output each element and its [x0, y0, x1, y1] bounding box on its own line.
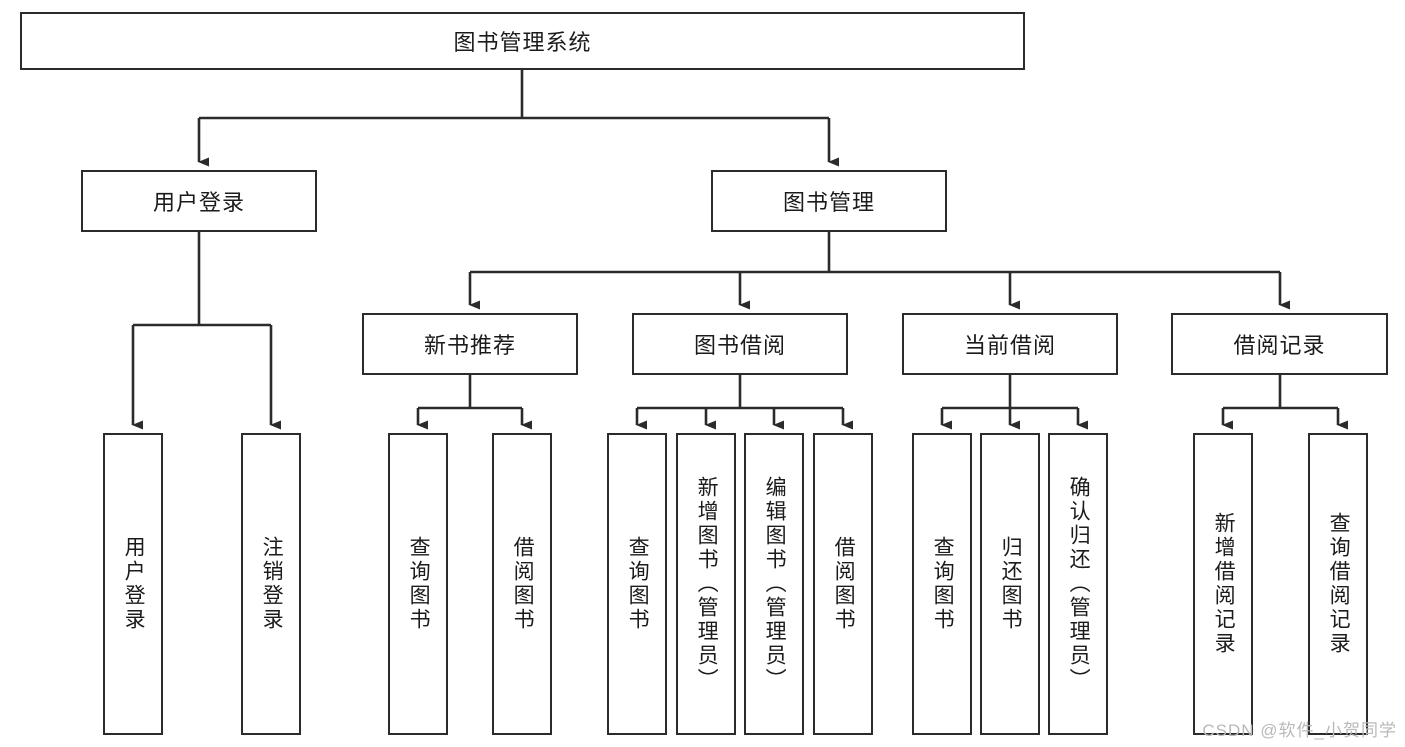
node-root-label: 图书管理系统 [453, 30, 592, 55]
node-book-manage-label: 图书管理 [782, 190, 875, 215]
node-leaf-bb-query[interactable]: 查询图书 [607, 433, 667, 735]
node-book-borrow[interactable]: 图书借阅 [632, 313, 848, 375]
node-book-borrow-label: 图书借阅 [693, 333, 786, 358]
node-leaf-cb-confirm-label: 确认归还（管理员） [1067, 476, 1091, 692]
node-borrow-record-label: 借阅记录 [1233, 333, 1326, 358]
node-leaf-user-login[interactable]: 用户登录 [103, 433, 163, 735]
node-leaf-nb-query[interactable]: 查询图书 [388, 433, 448, 735]
node-leaf-cb-return-label: 归还图书 [999, 536, 1023, 632]
csdn-watermark: CSDN @软件_小贺同学 [1202, 721, 1397, 740]
node-leaf-bb-borrow[interactable]: 借阅图书 [813, 433, 873, 735]
node-leaf-bb-edit[interactable]: 编辑图书（管理员） [744, 433, 804, 735]
node-leaf-bb-edit-label: 编辑图书（管理员） [763, 476, 787, 692]
node-leaf-nb-query-label: 查询图书 [407, 536, 431, 632]
node-leaf-rec-query[interactable]: 查询借阅记录 [1308, 433, 1368, 735]
node-root[interactable]: 图书管理系统 [20, 12, 1025, 70]
node-leaf-bb-query-label: 查询图书 [626, 536, 650, 632]
node-leaf-cb-return[interactable]: 归还图书 [980, 433, 1040, 735]
node-new-book-recommend-label: 新书推荐 [423, 333, 516, 358]
node-current-borrow[interactable]: 当前借阅 [902, 313, 1118, 375]
node-current-borrow-label: 当前借阅 [963, 333, 1056, 358]
node-leaf-bb-add-label: 新增图书（管理员） [695, 476, 719, 692]
node-leaf-logout-label: 注销登录 [260, 536, 284, 632]
node-leaf-logout[interactable]: 注销登录 [241, 433, 301, 735]
node-book-manage[interactable]: 图书管理 [711, 170, 947, 232]
node-leaf-bb-borrow-label: 借阅图书 [832, 536, 856, 632]
node-leaf-user-login-label: 用户登录 [122, 536, 146, 632]
node-leaf-rec-query-label: 查询借阅记录 [1327, 512, 1351, 656]
node-new-book-recommend[interactable]: 新书推荐 [362, 313, 578, 375]
node-borrow-record[interactable]: 借阅记录 [1171, 313, 1388, 375]
node-leaf-rec-add[interactable]: 新增借阅记录 [1193, 433, 1253, 735]
node-leaf-cb-query-label: 查询图书 [931, 536, 955, 632]
node-leaf-nb-borrow[interactable]: 借阅图书 [492, 433, 552, 735]
node-leaf-rec-add-label: 新增借阅记录 [1212, 512, 1236, 656]
node-user-login[interactable]: 用户登录 [81, 170, 317, 232]
node-leaf-nb-borrow-label: 借阅图书 [511, 536, 535, 632]
node-user-login-label: 用户登录 [152, 190, 245, 215]
node-leaf-cb-confirm[interactable]: 确认归还（管理员） [1048, 433, 1108, 735]
node-leaf-cb-query[interactable]: 查询图书 [912, 433, 972, 735]
node-leaf-bb-add[interactable]: 新增图书（管理员） [676, 433, 736, 735]
